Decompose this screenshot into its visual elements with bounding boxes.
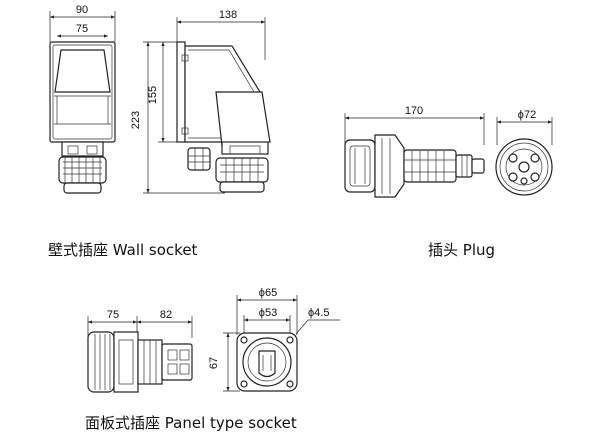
dim-panel-flange-diameter: ϕ65 bbox=[259, 287, 277, 299]
dim-panel-height: 67 bbox=[208, 357, 220, 369]
caption-wall-socket: 壁式插座 Wall socket bbox=[48, 241, 198, 259]
wall-socket-side-view: 138 223 155 bbox=[130, 9, 271, 194]
dim-wall-width-inner: 75 bbox=[76, 23, 88, 35]
panel-socket-side-view: 75 82 bbox=[87, 309, 193, 393]
dim-panel-front-length: 75 bbox=[107, 309, 119, 321]
dim-wall-height-mid: 155 bbox=[147, 86, 159, 104]
panel-socket-front-view: ϕ65 ϕ53 ϕ4.5 67 bbox=[208, 287, 340, 392]
dim-wall-width-outer: 90 bbox=[76, 4, 88, 16]
wall-socket-front-view: 90 75 bbox=[49, 4, 116, 194]
dim-plug-length: 170 bbox=[405, 105, 423, 117]
plug-front-view: ϕ72 bbox=[495, 109, 553, 196]
caption-plug: 插头 Plug bbox=[428, 241, 495, 259]
plug-side-view: 170 bbox=[344, 105, 485, 198]
dim-panel-body-diameter: ϕ53 bbox=[259, 307, 277, 319]
caption-panel-socket: 面板式插座 Panel type socket bbox=[85, 414, 297, 432]
dim-panel-back-length: 82 bbox=[160, 309, 172, 321]
dim-wall-height-full: 223 bbox=[130, 111, 142, 129]
dim-wall-depth: 138 bbox=[219, 9, 237, 21]
dim-panel-hole-diameter: ϕ4.5 bbox=[308, 307, 329, 319]
dim-plug-diameter: ϕ72 bbox=[518, 109, 536, 121]
